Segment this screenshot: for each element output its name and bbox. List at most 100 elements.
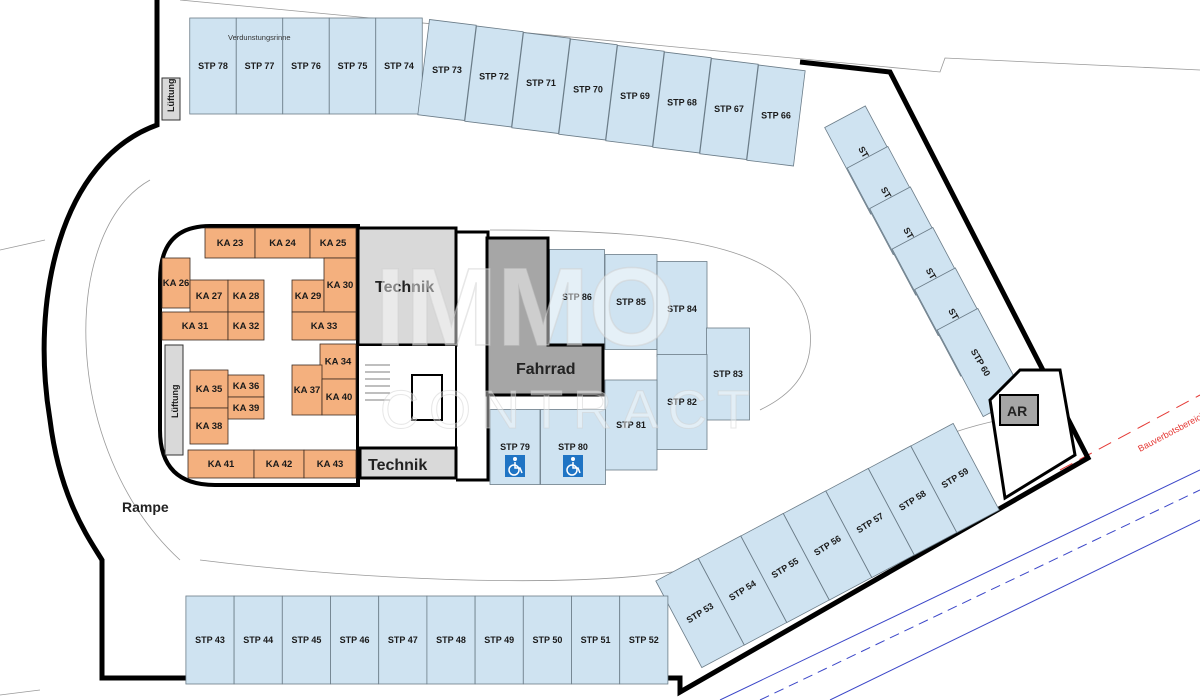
parking-stall[interactable]: STP 48 xyxy=(426,595,476,685)
storage-room[interactable]: KA 37 xyxy=(291,364,323,416)
parking-stall[interactable]: STP 72 xyxy=(464,25,524,128)
storage-room[interactable]: KA 35 xyxy=(189,369,229,409)
parking-stall[interactable]: STP 83 xyxy=(706,327,750,421)
stall-outline xyxy=(511,32,571,134)
parking-stall[interactable]: STP 70 xyxy=(558,38,618,141)
parking-stall[interactable]: STP 44 xyxy=(233,595,283,685)
parking-stall[interactable]: STP 78 xyxy=(189,17,237,115)
ramp-label: Rampe xyxy=(122,499,169,515)
ventilation-label-top: Lüftung xyxy=(166,79,176,112)
parking-stall[interactable]: STP 77 xyxy=(235,17,284,115)
parking-stall[interactable]: STP 59 xyxy=(910,422,1000,534)
parking-stall[interactable]: STP 75 xyxy=(328,17,377,115)
parking-stall[interactable]: STP 52 xyxy=(619,595,669,685)
stall-label: STP 76 xyxy=(291,61,321,71)
stall-outline xyxy=(699,58,759,160)
parking-stall[interactable]: STP 85 xyxy=(604,254,658,350)
stall-label: STP 72 xyxy=(479,72,509,82)
stall-outline xyxy=(328,17,377,115)
parking-stall[interactable]: STP 86 xyxy=(549,249,605,345)
storage-room[interactable]: KA 34 xyxy=(319,343,357,380)
storage-room-outline xyxy=(189,279,229,313)
parking-stall[interactable]: STP 58 xyxy=(867,445,958,556)
storage-room[interactable]: KA 32 xyxy=(227,311,265,341)
storage-room-label: KA 41 xyxy=(208,459,235,470)
parking-stall[interactable]: STP 49 xyxy=(474,595,524,685)
stall-label: STP 67 xyxy=(714,104,744,114)
technik-room-lower xyxy=(358,446,458,480)
parking-stall[interactable]: STP 47 xyxy=(378,595,428,685)
parking-stall[interactable]: STP 57 xyxy=(825,467,915,579)
storage-room[interactable]: KA 25 xyxy=(309,227,357,259)
stall-label: STP 80 xyxy=(558,442,588,452)
parking-stall[interactable]: STP 45 xyxy=(281,595,331,685)
parking-stall[interactable]: STP 67 xyxy=(699,58,759,160)
storage-room-outline xyxy=(189,407,229,445)
stall-outline xyxy=(185,595,235,685)
storage-room[interactable]: KA 26 xyxy=(161,257,191,309)
storage-room-outline xyxy=(227,279,265,313)
storage-room-outline xyxy=(253,449,305,479)
storage-room[interactable]: KA 41 xyxy=(187,449,255,479)
storage-room[interactable]: KA 43 xyxy=(303,449,357,479)
stall-outline xyxy=(619,595,669,685)
stall-outline xyxy=(375,17,423,115)
parking-stall[interactable]: STP 76 xyxy=(282,17,330,115)
storage-room[interactable]: KA 33 xyxy=(291,311,357,341)
stall-label: STP 51 xyxy=(581,635,611,645)
storage-room[interactable]: KA 27 xyxy=(189,279,229,313)
storage-room[interactable]: KA 40 xyxy=(321,378,357,416)
storage-room-label: KA 35 xyxy=(196,384,223,395)
parking-stall[interactable]: STP 68 xyxy=(652,51,712,154)
parking-stall[interactable]: STP 54 xyxy=(697,535,788,646)
stall-label: STP 69 xyxy=(620,91,650,101)
parking-stall[interactable]: STP 71 xyxy=(511,32,571,134)
storage-room[interactable]: KA 24 xyxy=(254,227,311,259)
storage-room[interactable]: KA 30 xyxy=(323,257,357,313)
parking-stall[interactable]: STP 51 xyxy=(571,595,621,685)
storage-room[interactable]: KA 23 xyxy=(204,227,256,259)
storage-room[interactable]: KA 29 xyxy=(291,279,325,313)
storage-room[interactable]: KA 36 xyxy=(227,374,265,398)
stall-label: STP 68 xyxy=(667,98,697,108)
stall-label: STP 50 xyxy=(532,635,562,645)
parking-stall[interactable]: STP 50 xyxy=(522,595,572,685)
parking-stall[interactable]: STP 69 xyxy=(605,45,665,147)
storage-room-label: KA 23 xyxy=(217,238,244,249)
stall-outline xyxy=(426,595,476,685)
parking-stall[interactable]: STP 84 xyxy=(656,261,708,357)
storage-room-label: KA 42 xyxy=(266,459,293,470)
bicycle-label: Fahrrad xyxy=(516,361,576,378)
parking-stall[interactable]: STP 80 xyxy=(540,409,606,485)
storage-room-label: KA 34 xyxy=(325,357,352,368)
stall-label: STP 71 xyxy=(526,78,556,88)
parking-stall[interactable]: STP 53 xyxy=(655,557,745,669)
parking-stall[interactable]: STP 46 xyxy=(330,595,380,685)
parking-stall[interactable]: STP 73 xyxy=(417,19,477,121)
technik-label-upper: Technik xyxy=(375,279,434,296)
storage-room[interactable]: KA 42 xyxy=(253,449,305,479)
bicycle-room xyxy=(485,236,605,397)
stall-label: STP 75 xyxy=(338,61,368,71)
storage-room[interactable]: KA 28 xyxy=(227,279,265,313)
parking-stall[interactable]: STP 66 xyxy=(746,64,806,167)
parking-stall[interactable]: STP 81 xyxy=(604,379,658,471)
parking-stall[interactable]: STP 79 xyxy=(489,409,541,485)
stall-label: STP 74 xyxy=(384,61,414,71)
stall-label: STP 81 xyxy=(616,420,646,430)
stall-outline xyxy=(604,254,658,350)
storage-room[interactable]: KA 38 xyxy=(189,407,229,445)
parking-stall[interactable]: STP 74 xyxy=(375,17,423,115)
storage-room-label: KA 25 xyxy=(320,238,347,249)
parking-stall[interactable]: STP 56 xyxy=(782,490,873,601)
storage-room-outline xyxy=(189,369,229,409)
stall-outline xyxy=(378,595,428,685)
storage-room-label: KA 38 xyxy=(196,421,223,432)
parking-stall[interactable]: STP 43 xyxy=(185,595,235,685)
storage-room[interactable]: KA 39 xyxy=(227,396,265,420)
storage-room[interactable]: KA 31 xyxy=(161,311,229,341)
parking-stall[interactable]: STP 82 xyxy=(656,354,708,450)
